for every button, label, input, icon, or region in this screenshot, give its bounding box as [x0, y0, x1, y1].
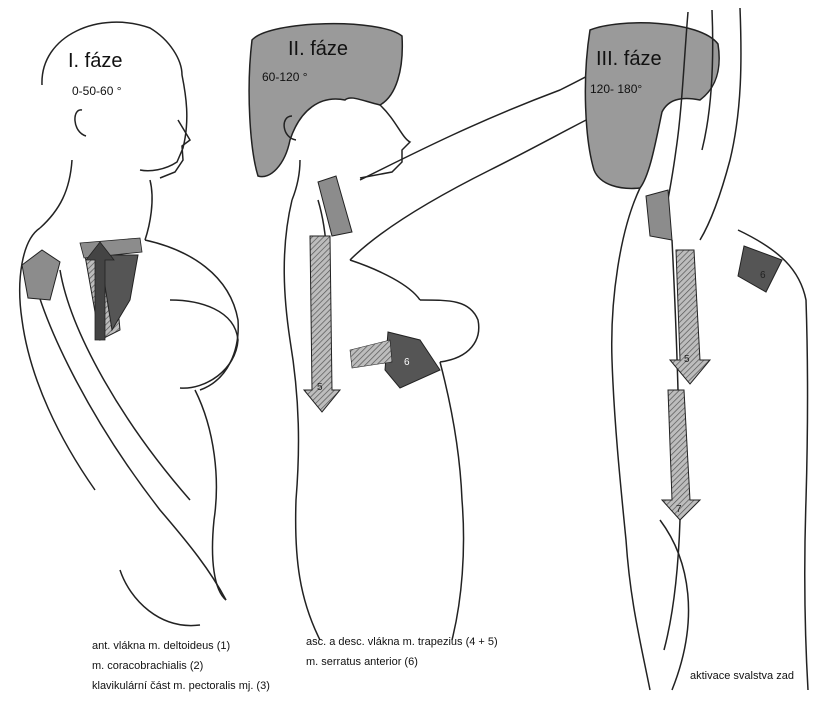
phase-2-title: II. fáze	[288, 38, 348, 61]
figure3-front	[738, 230, 808, 690]
figure2-chest	[350, 260, 420, 300]
p3-muscle-number-7: 7	[676, 504, 682, 515]
phase-1-title: I. fáze	[68, 50, 122, 73]
figure1-abdomen	[195, 390, 226, 600]
phase-2-range: 60-120 °	[262, 70, 308, 84]
p3-shoulder-muscle	[646, 190, 672, 240]
trapezius-muscle	[318, 176, 352, 236]
caption-phase2-line2: m. serratus anterior (6)	[306, 656, 418, 668]
caption-phase1-line3: klavikulární část m. pectoralis mj. (3)	[92, 680, 270, 692]
figure1-neck	[40, 160, 72, 228]
caption-phase1-line1: ant. vlákna m. deltoideus (1)	[92, 640, 230, 652]
figure2-arm-lower	[350, 110, 606, 260]
figure1-face	[160, 120, 190, 178]
figure1-ear	[75, 110, 86, 136]
muscle-number-6: 6	[404, 357, 410, 368]
p3-muscle-number-6: 6	[760, 270, 766, 281]
phase-1-range: 0-50-60 °	[72, 84, 122, 98]
figure3-back	[612, 188, 650, 690]
phase-3-title: III. fáze	[596, 48, 662, 71]
deltoid-muscle	[22, 250, 60, 300]
figure-phase-2: 5 6	[249, 24, 618, 640]
figure1-breast	[170, 300, 238, 388]
phase-3-range: 120- 180°	[590, 82, 642, 96]
figure1-arm	[30, 260, 226, 600]
serratus-arrow	[385, 332, 440, 388]
muscles-phase-1	[22, 238, 142, 340]
muscle-number-5: 5	[317, 382, 323, 393]
caption-phase2-line1: asc. a desc. vlákna m. trapezius (4 + 5)	[306, 636, 498, 648]
p3-spine-arrow	[662, 390, 700, 520]
figure-phase-1	[20, 22, 238, 625]
figure1-neck-front	[145, 180, 152, 240]
figure1-leg	[120, 570, 200, 626]
caption-phase3: aktivace svalstva zad	[690, 670, 794, 682]
caption-phase1-line2: m. coracobrachialis (2)	[92, 660, 203, 672]
figure2-front	[440, 362, 464, 640]
p3-muscle-number-5: 5	[684, 354, 690, 365]
figure-phase-3: 6 5 7	[585, 8, 808, 690]
